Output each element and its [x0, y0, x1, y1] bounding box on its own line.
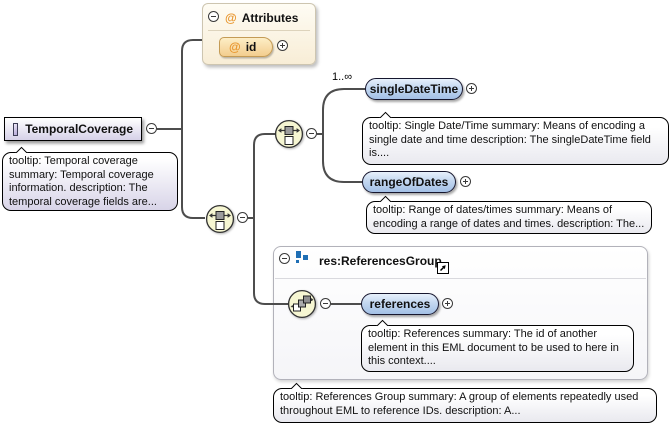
- tooltip-text: tooltip: Single Date/Time summary: Means…: [369, 120, 651, 159]
- at-symbol-icon: @: [225, 11, 237, 25]
- tooltip-pointer: [288, 382, 304, 389]
- at-symbol-icon: @: [229, 40, 241, 54]
- tooltip-text: tooltip: References Group summary: A gro…: [280, 391, 639, 417]
- attribute-id-expand-button[interactable]: [277, 40, 288, 51]
- attributes-box: @ Attributes @ id: [202, 3, 316, 65]
- tooltip-temporal-coverage: tooltip: Temporal coverage summary: Temp…: [2, 146, 178, 211]
- tooltip-references-group: tooltip: References Group summary: A gro…: [273, 382, 657, 423]
- references-expand-button[interactable]: [442, 298, 453, 309]
- element-label: references: [369, 297, 431, 311]
- element-references[interactable]: references: [361, 293, 439, 315]
- element-single-date-time[interactable]: singleDateTime: [365, 78, 463, 100]
- root-collapse-button[interactable]: [146, 123, 157, 134]
- tooltip-range-of-dates: tooltip: Range of dates/times summary: M…: [366, 195, 652, 234]
- choice-compositor-icon[interactable]: [274, 119, 304, 149]
- occurrence-label: 1..∞: [332, 71, 353, 83]
- attribute-id-label: id: [245, 40, 257, 54]
- attributes-collapse-button[interactable]: [208, 11, 219, 22]
- tooltip-single-date-time: tooltip: Single Date/Time summary: Means…: [362, 111, 669, 165]
- element-box-icon: [13, 122, 19, 136]
- element-temporal-coverage[interactable]: TemporalCoverage: [4, 117, 142, 141]
- tooltip-pointer: [377, 111, 393, 118]
- sequence-compositor-icon[interactable]: [287, 289, 317, 319]
- group-header-divider: [275, 278, 646, 279]
- tooltip-text: tooltip: References summary: The id of a…: [368, 328, 619, 367]
- group-title: res:ReferencesGroup: [319, 254, 442, 268]
- tooltip-text: tooltip: Range of dates/times summary: M…: [373, 204, 645, 230]
- choice-compositor-icon[interactable]: [205, 204, 235, 234]
- tooltip-pointer: [377, 195, 393, 202]
- sequence-collapse-button[interactable]: [320, 298, 331, 309]
- element-range-of-dates[interactable]: rangeOfDates: [362, 171, 456, 193]
- element-label: singleDateTime: [369, 82, 459, 96]
- element-label: rangeOfDates: [369, 175, 449, 189]
- tooltip-references: tooltip: References summary: The id of a…: [361, 319, 634, 372]
- tooltip-text: tooltip: Temporal coverage summary: Temp…: [9, 155, 157, 208]
- group-collapse-button[interactable]: [279, 253, 290, 264]
- tooltip-pointer: [13, 146, 29, 153]
- tooltip-pointer: [374, 319, 390, 326]
- range-of-dates-expand-button[interactable]: [460, 176, 471, 187]
- attributes-divider: [208, 30, 310, 31]
- element-label: TemporalCoverage: [25, 122, 133, 136]
- group-blue-squares-icon: [296, 251, 308, 263]
- choice-collapse-button[interactable]: [237, 212, 248, 223]
- attributes-title: Attributes: [241, 11, 299, 25]
- attribute-id[interactable]: @ id: [219, 37, 273, 57]
- single-date-time-expand-button[interactable]: [466, 83, 477, 94]
- goto-definition-arrow-icon[interactable]: [437, 262, 449, 274]
- choice-collapse-button[interactable]: [306, 128, 317, 139]
